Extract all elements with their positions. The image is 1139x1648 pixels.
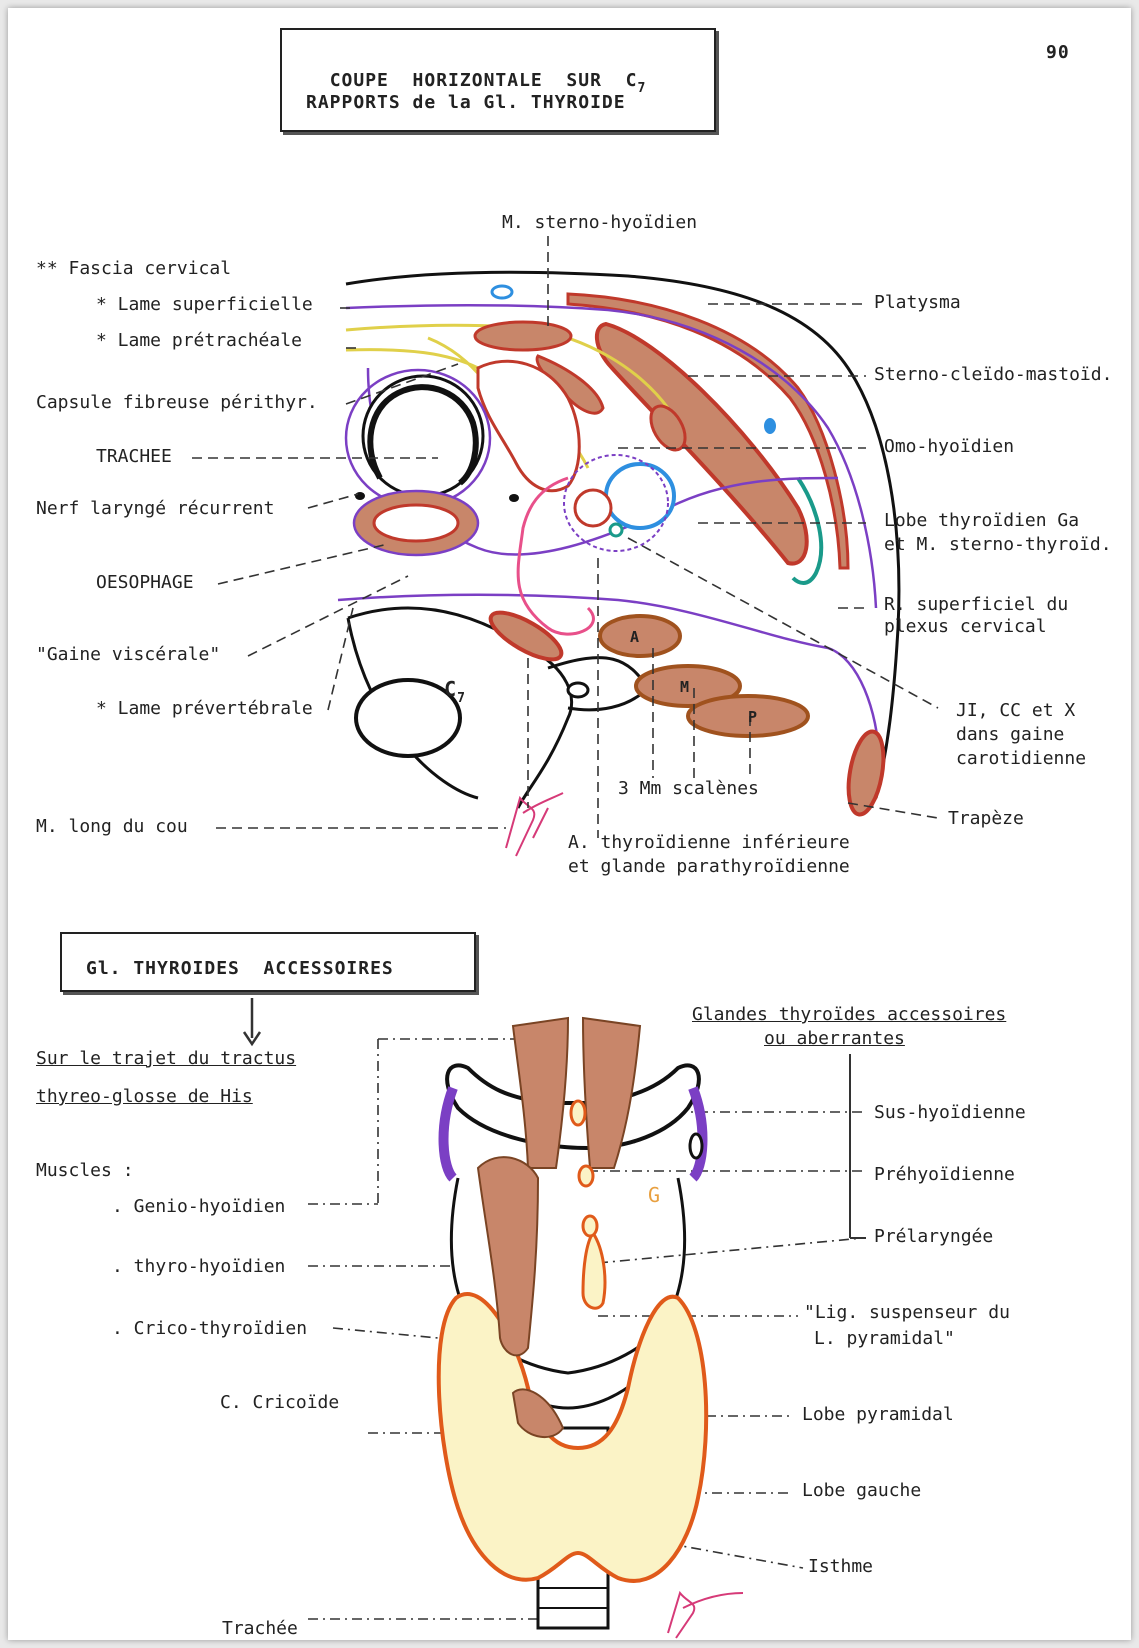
label-prehyoid: Préhyoïdienne (874, 1164, 1015, 1186)
label-oesophage: OESOPHAGE (96, 572, 194, 594)
label-muscle-crico: . Crico-thyroïdien (112, 1318, 307, 1340)
label-capsule: Capsule fibreuse périthyr. (36, 392, 318, 414)
label-rsup-1: R. superficiel du (884, 594, 1068, 616)
label-rsup-2: plexus cervical (884, 616, 1047, 638)
longus-colli-muscle (484, 604, 567, 668)
transverse-process (548, 658, 648, 710)
oesophagus-lumen (374, 505, 458, 541)
label-trapeze: Trapèze (948, 808, 1024, 830)
scalene-letter-p: P (748, 706, 758, 728)
signature-mark (506, 793, 563, 856)
label-muscle-thyro: . thyro-hyoïdien (112, 1256, 285, 1278)
section1-title-line1: COUPE HORIZONTALE SUR C7 (306, 48, 646, 94)
vertebral-foramen (568, 683, 588, 697)
label-vertebra: C7 (418, 656, 466, 704)
leader-lines-section1 (192, 236, 938, 838)
label-cricoide: C. Cricoïde (220, 1392, 339, 1414)
sterno-hyoid-muscle (475, 322, 571, 350)
label-glandes-1: Glandes thyroïdes accessoires (692, 1004, 1006, 1026)
label-fascia-cervical: ** Fascia cervical (36, 258, 231, 280)
page-sheet: COUPE HORIZONTALE SUR C7 RAPPORTS de la … (8, 8, 1131, 1640)
label-scm: Sterno-cleïdo-mastoïd. (874, 364, 1112, 386)
section2-title: Gl. THYROIDES ACCESSOIRES (86, 958, 394, 980)
label-platysma: Platysma (874, 292, 961, 314)
label-long-cou: M. long du cou (36, 816, 188, 838)
label-trajet-2: thyreo-glosse de His (36, 1086, 253, 1108)
accessory-gland-3 (583, 1216, 597, 1236)
geniohyoid-left (513, 1018, 568, 1168)
hyoid-foramen (690, 1134, 702, 1158)
vagus-nerve (610, 524, 622, 536)
label-lobe-gauche: Lobe gauche (802, 1480, 921, 1502)
label-lobe-thyroidien-1: Lobe thyroïdien Ga (884, 510, 1079, 532)
label-prelaryngee: Prélaryngée (874, 1226, 993, 1248)
scalene-letter-a: A (630, 626, 640, 648)
nerve-dot (509, 494, 519, 502)
label-isthme: Isthme (808, 1556, 873, 1578)
scalene-letter-m: M (680, 676, 690, 698)
vertebra-letter: C (444, 677, 457, 701)
label-trachee: TRACHEE (96, 446, 172, 468)
label-nerf-recurrent: Nerf laryngé récurrent (36, 498, 274, 520)
label-art-thyroid-2: et glande parathyroïdienne (568, 856, 850, 878)
label-lame-pretracheale: * Lame prétrachéale (96, 330, 302, 352)
page-number: 90 (1046, 42, 1070, 64)
section1-title-line2: RAPPORTS de la Gl. THYROIDE (306, 92, 626, 114)
pyramidal-lobe (583, 1233, 605, 1308)
section1-title-text: COUPE HORIZONTALE SUR C (330, 70, 638, 91)
label-ji-3: carotidienne (956, 748, 1086, 770)
small-vein (764, 418, 776, 434)
label-glandes-2: ou aberrantes (764, 1028, 905, 1050)
label-muscles-heading: Muscles : (36, 1160, 134, 1182)
label-sterno-hyoid: M. sterno-hyoïdien (502, 212, 697, 234)
section1-title-sub: 7 (637, 81, 646, 96)
label-sus-hyoid: Sus-hyoïdienne (874, 1102, 1026, 1124)
accessory-gland-2 (579, 1166, 593, 1186)
geniohyoid-right (583, 1018, 640, 1168)
label-muscle-genio: . Genio-hyoïdien (112, 1196, 285, 1218)
label-gaine-viscerale: "Gaine viscérale" (36, 644, 220, 666)
label-omo-hyoid: Omo-hyoïdien (884, 436, 1014, 458)
carotid-artery (575, 490, 611, 526)
vertebra-sub: 7 (457, 691, 466, 706)
label-lame-superficielle: * Lame superficielle (96, 294, 313, 316)
label-trachee-2: Trachée (222, 1618, 298, 1640)
label-lig-1: "Lig. suspenseur du (804, 1302, 1010, 1324)
recurrent-nerve (355, 492, 365, 500)
label-trajet-1: Sur le trajet du tractus (36, 1048, 296, 1070)
label-lobe-pyramidal: Lobe pyramidal (802, 1404, 954, 1426)
signature-mark-2 (668, 1593, 743, 1638)
label-lame-prevertebrale: * Lame prévertébrale (96, 698, 313, 720)
label-g-letter: G (648, 1184, 660, 1206)
jugular-vein (606, 464, 674, 528)
label-ji-1: JI, CC et X (956, 700, 1075, 722)
accessory-gland-1 (571, 1101, 585, 1125)
label-ji-2: dans gaine (956, 724, 1064, 746)
left-hyoid-horn (444, 1088, 453, 1178)
label-lig-2: L. pyramidal" (814, 1328, 955, 1350)
label-art-thyroid-1: A. thyroïdienne inférieure (568, 832, 850, 854)
ext-jugular-vein (492, 286, 512, 298)
label-lobe-thyroidien-2: et M. sterno-thyroïd. (884, 534, 1112, 556)
label-scalenes: 3 Mm scalènes (618, 778, 759, 800)
